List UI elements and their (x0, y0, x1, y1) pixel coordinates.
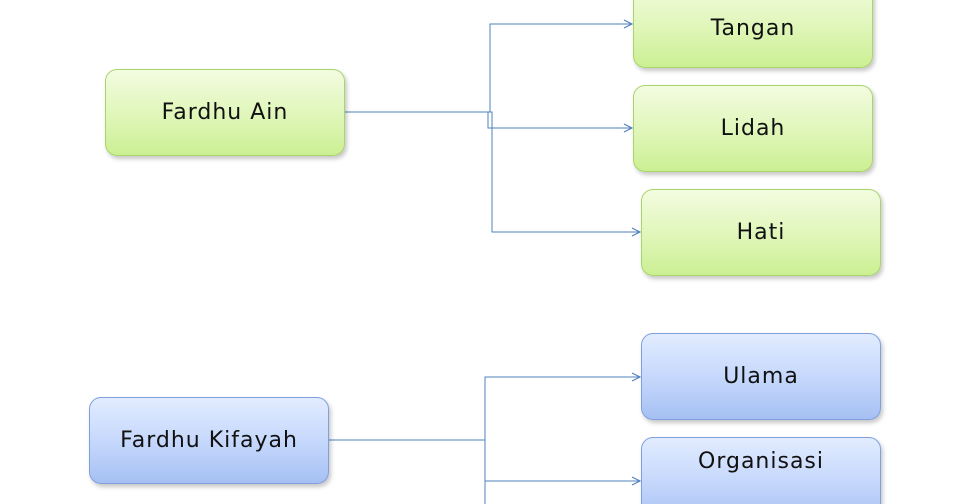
connector-fardhu-ain-hati (345, 111, 640, 232)
node-fardhu-kifayah: Fardhu Kifayah (89, 397, 329, 484)
node-fardhu-ain: Fardhu Ain (105, 69, 345, 156)
node-label: Fardhu Kifayah (120, 428, 298, 453)
node-label: Tangan (710, 15, 796, 41)
connector-fardhu-kifayah-ulama (329, 377, 640, 441)
node-ulama: Ulama (641, 333, 881, 420)
connector-fardhu-ain-lidah (345, 111, 632, 128)
node-label: Ulama (723, 364, 799, 389)
node-lidah: Lidah (633, 85, 873, 172)
node-tangan: Tangan (633, 0, 873, 68)
node-organisasi: Organisasi (641, 437, 881, 504)
node-label: Hati (736, 220, 786, 245)
connector-fardhu-kifayah-organisasi (329, 439, 640, 481)
node-label: Lidah (720, 116, 786, 141)
node-label: Fardhu Ain (161, 100, 289, 125)
connector-fardhu-ain-tangan (345, 24, 632, 113)
node-label: Organisasi (698, 449, 824, 474)
node-hati: Hati (641, 189, 881, 276)
